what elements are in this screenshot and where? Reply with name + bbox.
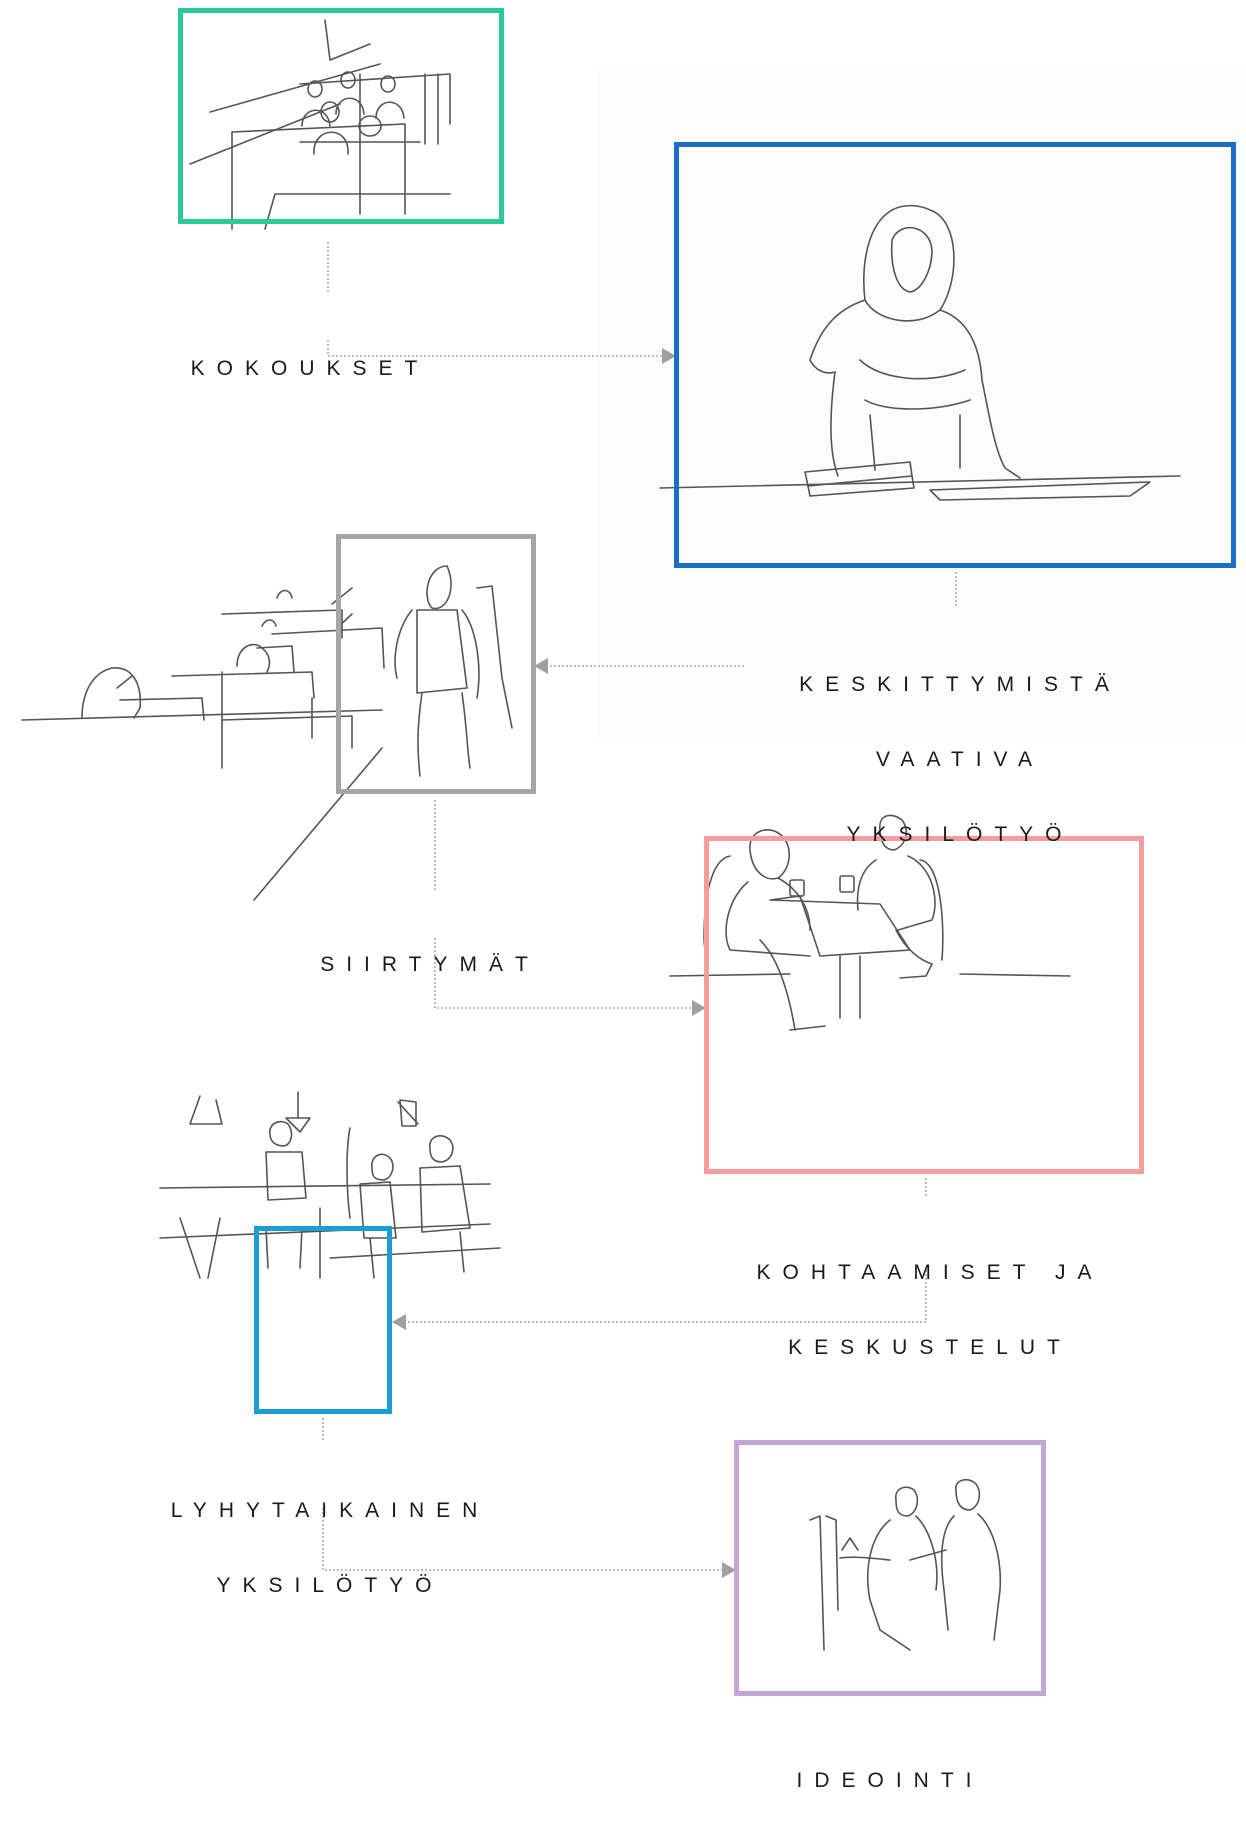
- ideation-frame: [734, 1440, 1046, 1696]
- label-transitions: SIIRTYMÄT: [270, 902, 590, 1027]
- label-encounters: KOHTAAMISET JA KESKUSTELUT: [700, 1210, 1160, 1410]
- edge-focus-to-transitions-arrowhead: [534, 658, 548, 674]
- meetings-frame: [178, 8, 504, 224]
- focus-work-frame: [674, 142, 1236, 568]
- label-focus-work: KESKITTYMISTÄ VAATIVA YKSILÖTYÖ: [740, 622, 1180, 897]
- label-short-work: LYHYTAIKAINEN YKSILÖTYÖ: [140, 1448, 520, 1648]
- label-ideation: IDEOINTI: [760, 1718, 1020, 1843]
- workflow-diagram: KOKOUKSET KESKITTYMISTÄ VAATIVA YKSILÖTY…: [0, 0, 1246, 1751]
- short-work-frame: [254, 1226, 392, 1414]
- transitions-frame: [336, 534, 536, 794]
- label-meetings: KOKOUKSET: [150, 306, 470, 431]
